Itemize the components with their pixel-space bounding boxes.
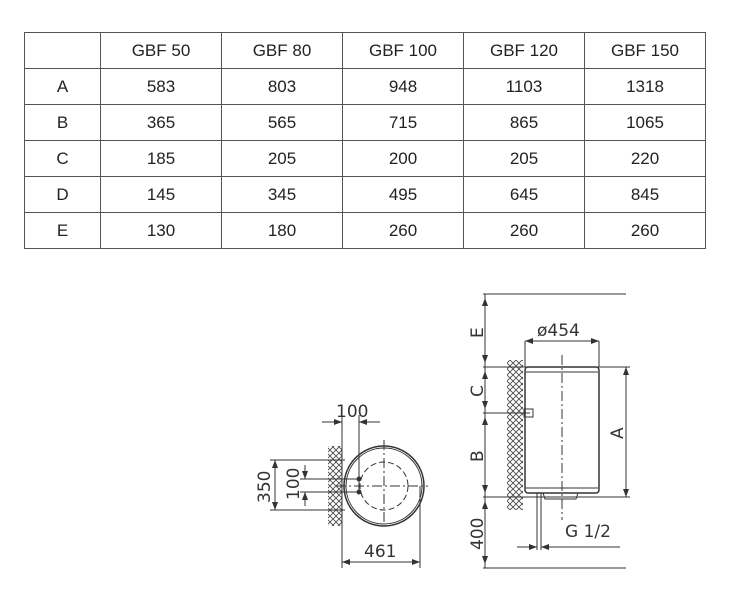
cell: 565 [221,104,343,141]
bracket-hook [523,408,534,418]
row-label: E [24,212,101,249]
dim-c-label: C [468,385,488,397]
table-row: C 185 205 200 205 220 [24,140,706,177]
cell: 583 [100,68,222,105]
cell: 205 [463,140,585,177]
tank-body [524,366,600,494]
cell: 845 [584,176,706,213]
dim-a-label: A [608,427,628,439]
table-row: E 130 180 260 260 260 [24,212,706,249]
table-row: A 583 803 948 1103 1318 [24,68,706,105]
height-span-label: 350 [255,471,275,503]
dim-b-label: B [468,450,488,462]
cell: 1065 [584,104,706,141]
wall-hatch [328,446,342,526]
cell: 145 [100,176,222,213]
cell: 205 [221,140,343,177]
wall-hatch [507,360,523,510]
dimensions-table: GBF 50 GBF 80 GBF 100 GBF 120 GBF 150 A … [24,32,706,249]
dim-bottom-label: 400 [468,518,488,550]
row-label: A [24,68,101,105]
cell: 260 [463,212,585,249]
cell: 948 [342,68,464,105]
side-view [482,293,630,569]
cell: 130 [100,212,222,249]
tank-bottom-cap [542,492,579,500]
cell: 1318 [584,68,706,105]
connection-label: G 1/2 [565,522,611,542]
cell: 260 [584,212,706,249]
cell: 185 [100,140,222,177]
bracket-spacing-label: 100 [336,402,368,422]
table-row: D 145 345 495 645 845 [24,176,706,213]
vertical-spacing-label: 100 [284,468,304,500]
column-header: GBF 150 [584,32,706,69]
front-view [270,415,428,568]
cell: 865 [463,104,585,141]
diameter-label: ø454 [537,321,580,341]
cell: 260 [342,212,464,249]
row-label: B [24,104,101,141]
dim-e-label: E [468,327,488,338]
cell: 180 [221,212,343,249]
cell: 715 [342,104,464,141]
column-header: GBF 100 [342,32,464,69]
cell: 1103 [463,68,585,105]
width-label: 461 [364,542,396,562]
